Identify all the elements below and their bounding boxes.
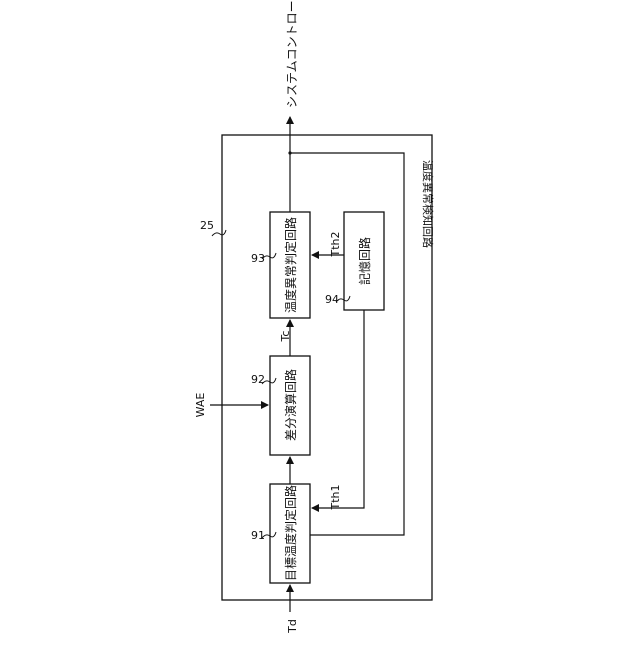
ref-94: 94 (325, 293, 339, 306)
signal-tth2-label: Tth2 (329, 231, 342, 257)
signal-td-label: Td (286, 619, 299, 634)
feedback-line-91-to-output (290, 153, 404, 535)
output-label: システムコントローラ13 (285, 0, 299, 108)
signal-tc-label: Tc (279, 331, 292, 343)
ref-91: 91 (251, 529, 265, 542)
ref-93: 93 (251, 252, 265, 265)
block-91-label: 目標温度判定回路 (283, 485, 298, 581)
block-94-label: 記憶回路 (357, 237, 372, 285)
ref-92: 92 (251, 373, 265, 386)
block-93-label: 温度異常判定回路 (283, 217, 298, 313)
ref-25: 25 (200, 219, 214, 232)
signal-tth1-label: Tth1 (329, 484, 342, 510)
signal-wae-label: WAE (194, 393, 207, 418)
block-92-label: 差分演算回路 (283, 369, 298, 441)
leader-tick-25 (212, 230, 226, 236)
junction-dot (288, 151, 291, 154)
outer-label: 温度異常検知回路 (421, 160, 435, 248)
tth1-line-94-to-91 (312, 310, 364, 508)
